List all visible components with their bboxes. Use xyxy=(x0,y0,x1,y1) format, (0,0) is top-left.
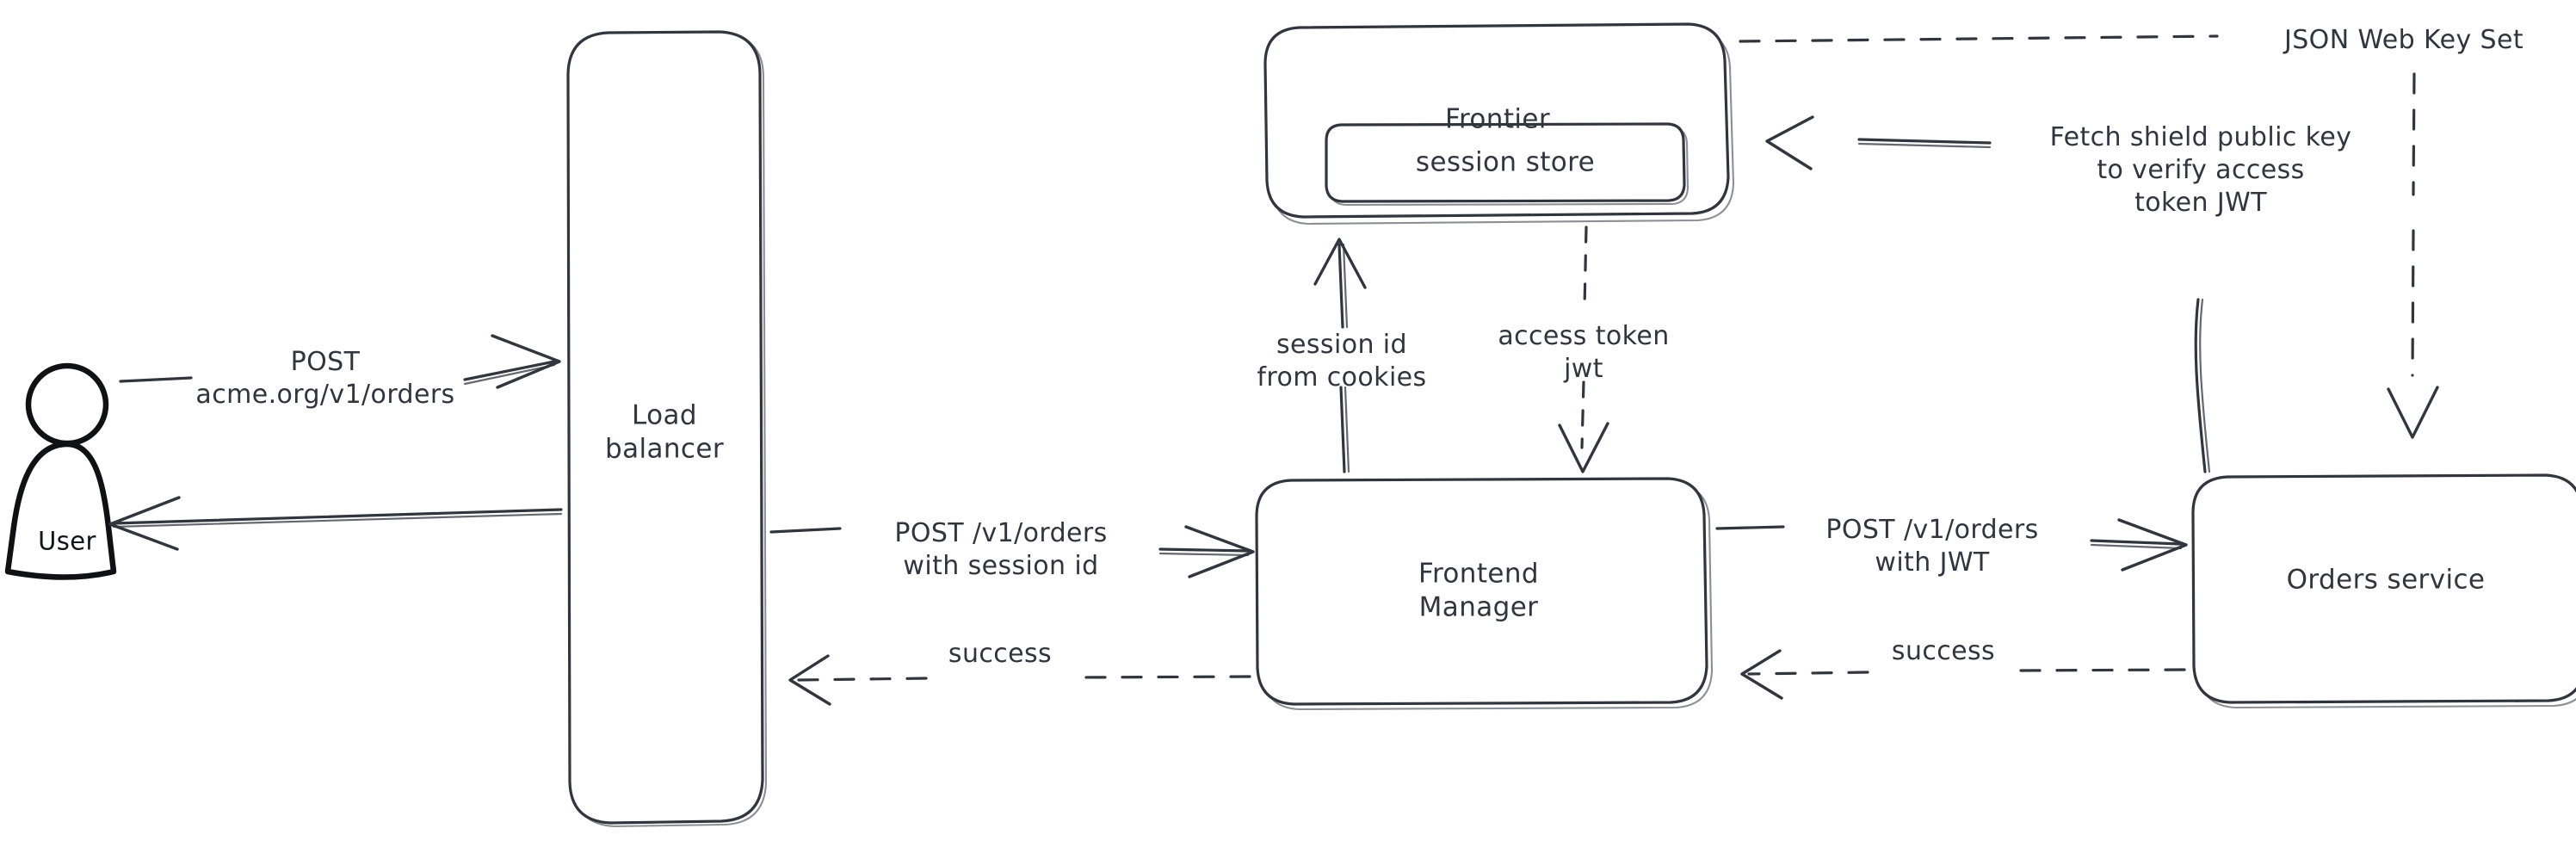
edge-load-balancer-to-frontend-manager xyxy=(769,525,1255,578)
edge-user-to-load-balancer xyxy=(119,334,561,389)
edge-orders-service-to-frontier xyxy=(1765,115,2211,473)
edge-frontier-to-orders-service xyxy=(1739,34,2439,439)
node-session-store[interactable] xyxy=(1325,122,1690,207)
edge-frontend-manager-to-load-balancer xyxy=(788,654,1251,706)
node-frontend-manager[interactable] xyxy=(1255,477,1714,711)
edge-orders-service-to-frontend-manager xyxy=(1740,649,2186,700)
person-icon xyxy=(4,362,117,580)
node-orders-service[interactable] xyxy=(2191,473,2576,709)
node-load-balancer[interactable] xyxy=(566,30,768,828)
edge-frontend-manager-to-frontier xyxy=(1313,238,1367,473)
edge-load-balancer-to-user xyxy=(108,496,563,551)
edge-frontier-to-frontend-manager xyxy=(1558,226,1609,473)
edge-frontend-manager-to-orders-service xyxy=(1715,518,2188,572)
